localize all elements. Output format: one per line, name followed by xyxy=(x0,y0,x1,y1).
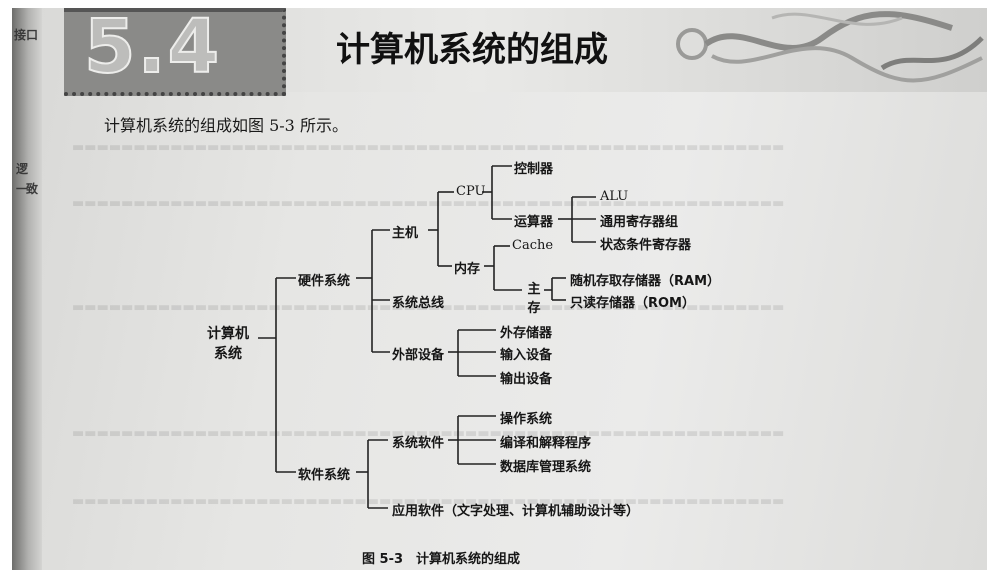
node-software: 软件系统 xyxy=(298,468,351,483)
node-status-registers: 状态条件寄存器 xyxy=(600,238,692,253)
node-host: 主机 xyxy=(392,226,419,241)
node-alu-unit: 运算器 xyxy=(514,215,554,230)
node-compilers: 编译和解释程序 xyxy=(500,436,592,451)
diagram-connectors xyxy=(258,165,596,509)
decorative-swirl-icon xyxy=(676,11,984,83)
node-system-software: 系统软件 xyxy=(392,436,445,451)
node-application-software: 应用软件（文字处理、计算机辅助设计等） xyxy=(392,504,640,519)
node-external-storage: 外存储器 xyxy=(500,326,553,341)
node-output-devices: 输出设备 xyxy=(500,372,553,387)
node-input-devices: 输入设备 xyxy=(500,348,553,363)
margin-fragment: 致 xyxy=(26,182,39,196)
page-binding xyxy=(12,8,42,570)
bleed-through-text: ▬▬▬▬▬▬▬▬▬▬▬▬▬▬▬▬▬▬▬▬▬▬▬▬▬▬▬▬▬▬▬▬▬▬▬▬▬▬▬▬… xyxy=(72,426,785,441)
node-dbms: 数据库管理系统 xyxy=(500,460,592,475)
node-alu: ALU xyxy=(600,189,629,204)
node-computer-system-line2: 系统 xyxy=(214,346,242,362)
node-operating-system: 操作系统 xyxy=(500,412,553,427)
node-rom: 只读存储器（ROM） xyxy=(570,296,695,311)
margin-fragment: 接口 xyxy=(14,28,39,42)
margin-fragment: 一 xyxy=(16,182,29,196)
bleed-through-text: ▬▬▬▬▬▬▬▬▬▬▬▬▬▬▬▬▬▬▬▬▬▬▬▬▬▬▬▬▬▬▬▬▬▬▬▬▬▬▬▬… xyxy=(72,196,785,211)
bleed-through-text: ▬▬▬▬▬▬▬▬▬▬▬▬▬▬▬▬▬▬▬▬▬▬▬▬▬▬▬▬▬▬▬▬▬▬▬▬▬▬▬▬… xyxy=(72,140,785,155)
node-system-bus: 系统总线 xyxy=(392,296,445,311)
intro-paragraph: 计算机系统的组成如图 5-3 所示。 xyxy=(104,116,348,135)
section-title: 计算机系统的组成 xyxy=(336,30,608,70)
bleed-through-text: ▬▬▬▬▬▬▬▬▬▬▬▬▬▬▬▬▬▬▬▬▬▬▬▬▬▬▬▬▬▬▬▬▬▬▬▬▬▬▬▬… xyxy=(72,494,785,509)
node-memory: 内存 xyxy=(454,262,481,277)
node-main-memory-char2: 存 xyxy=(527,301,541,316)
node-main-memory: 主 存 xyxy=(526,280,542,318)
node-peripherals: 外部设备 xyxy=(392,348,445,363)
node-general-registers: 通用寄存器组 xyxy=(600,215,679,230)
node-cpu: CPU xyxy=(456,184,486,199)
node-computer-system-line1: 计算机 xyxy=(207,326,249,342)
margin-fragment: 逻 xyxy=(16,162,29,176)
book-page: 接口 逻 一 致 5.4 计算机系统的组成 计算机系统的组成如图 5-3 所示。… xyxy=(12,8,987,570)
bleed-through-text: ▬▬▬▬▬▬▬▬▬▬▬▬▬▬▬▬▬▬▬▬▬▬▬▬▬▬▬▬▬▬▬▬▬▬▬▬▬▬▬▬… xyxy=(72,300,785,315)
node-computer-system: 计算机 系统 xyxy=(198,324,258,364)
section-number: 5.4 xyxy=(83,8,222,91)
node-cache: Cache xyxy=(512,238,554,253)
node-main-memory-char1: 主 xyxy=(527,282,541,297)
figure-caption: 图 5-3 计算机系统的组成 xyxy=(362,552,521,567)
node-ram: 随机存取存储器（RAM） xyxy=(570,274,721,289)
node-hardware: 硬件系统 xyxy=(298,274,351,289)
section-number-box: 5.4 xyxy=(64,8,286,96)
node-controller: 控制器 xyxy=(514,162,554,177)
